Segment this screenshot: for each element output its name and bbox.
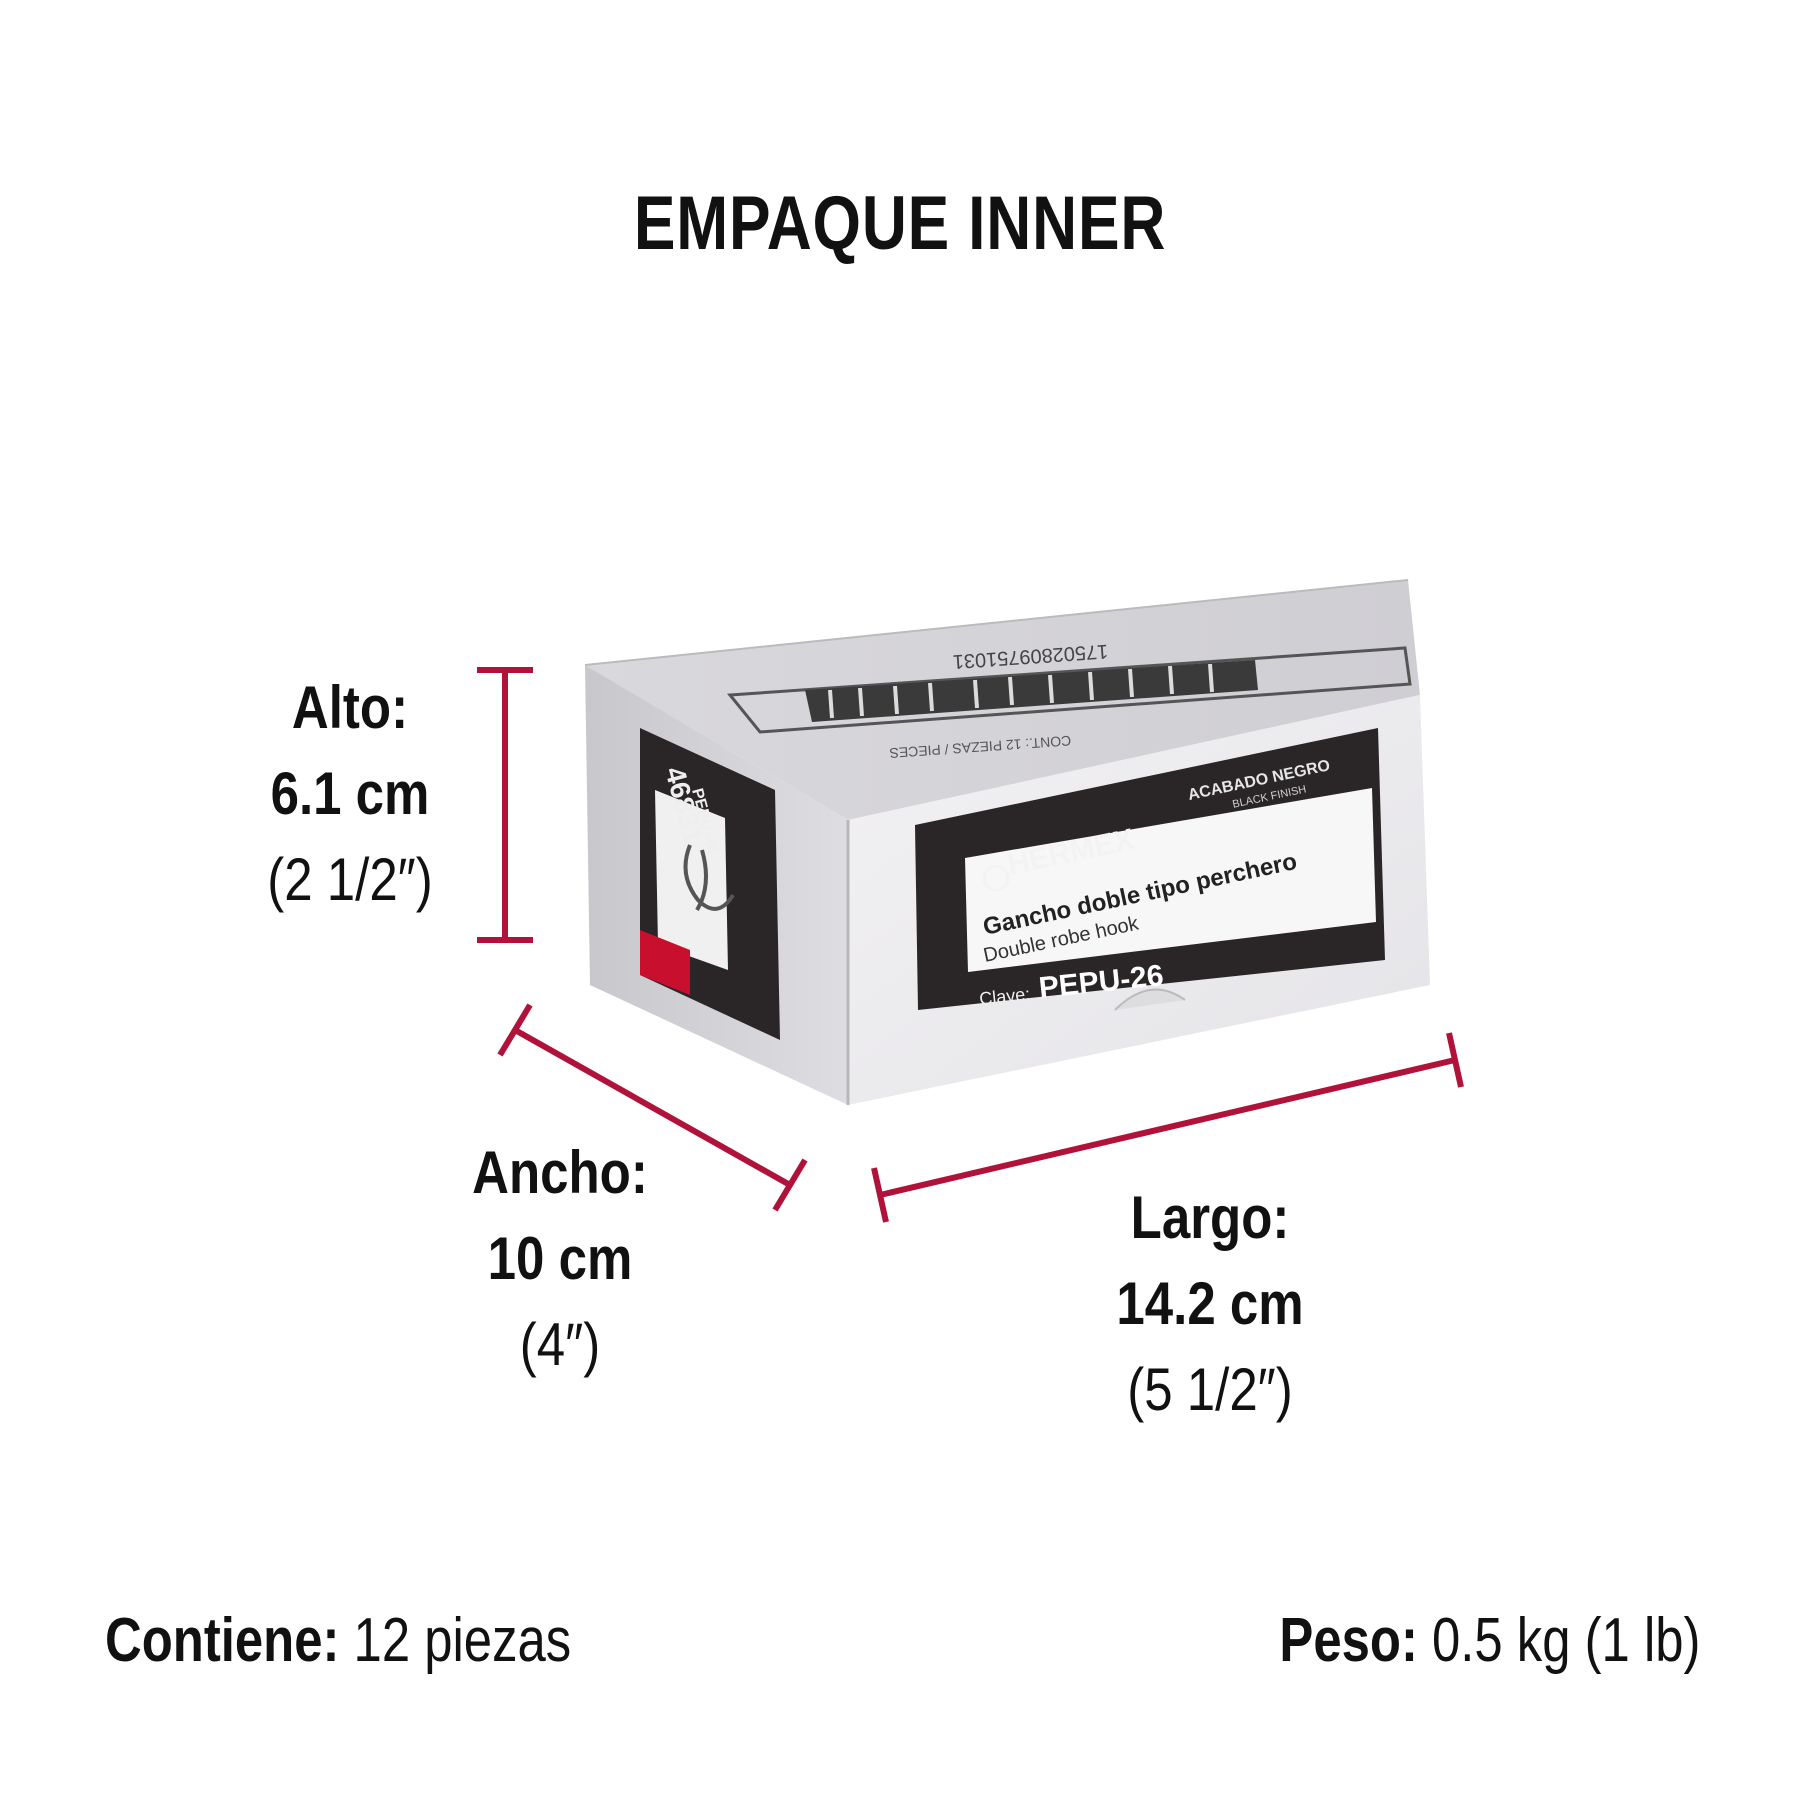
height-metric: 6.1 cm [270,760,430,827]
height-dimension: Alto: 6.1 cm (2 1/2″) [200,665,500,923]
weight-info: Peso: 0.5 kg (1 lb) [1279,1605,1700,1676]
weight-value: 0.5 kg (1 lb) [1431,1606,1700,1675]
length-marker [871,1032,1464,1223]
hook-icon [683,844,735,912]
width-marker [497,1003,808,1212]
width-dimension: Ancho: 10 cm (4″) [420,1130,700,1388]
front-label: ACABADO NEGRO BLACK FINISH HERMEX Gancho… [915,728,1385,1011]
side-label: 46831 PEPU-26 [640,728,780,1040]
height-marker [477,667,533,943]
keyhole-icon [982,864,1010,892]
height-label: Alto: [291,674,409,741]
length-label: Largo: [1130,1184,1290,1251]
box: 17502809751031 CONT.: 12 PIEZAS / PIECES… [584,579,1430,1105]
width-label: Ancho: [472,1139,648,1206]
width-imperial: (4″) [519,1311,601,1378]
contents-value: 12 piezas [353,1606,572,1675]
contents-info: Contiene: 12 piezas [105,1605,571,1676]
contents-label: Contiene: [105,1606,340,1675]
height-imperial: (2 1/2″) [267,846,433,913]
length-imperial: (5 1/2″) [1127,1356,1293,1423]
weight-label: Peso: [1278,1606,1418,1675]
page-title: EMPAQUE INNER [633,181,1167,266]
length-dimension: Largo: 14.2 cm (5 1/2″) [1060,1175,1360,1433]
thumb-notch [1114,988,1186,1011]
length-metric: 14.2 cm [1116,1270,1304,1337]
width-metric: 10 cm [487,1225,633,1292]
